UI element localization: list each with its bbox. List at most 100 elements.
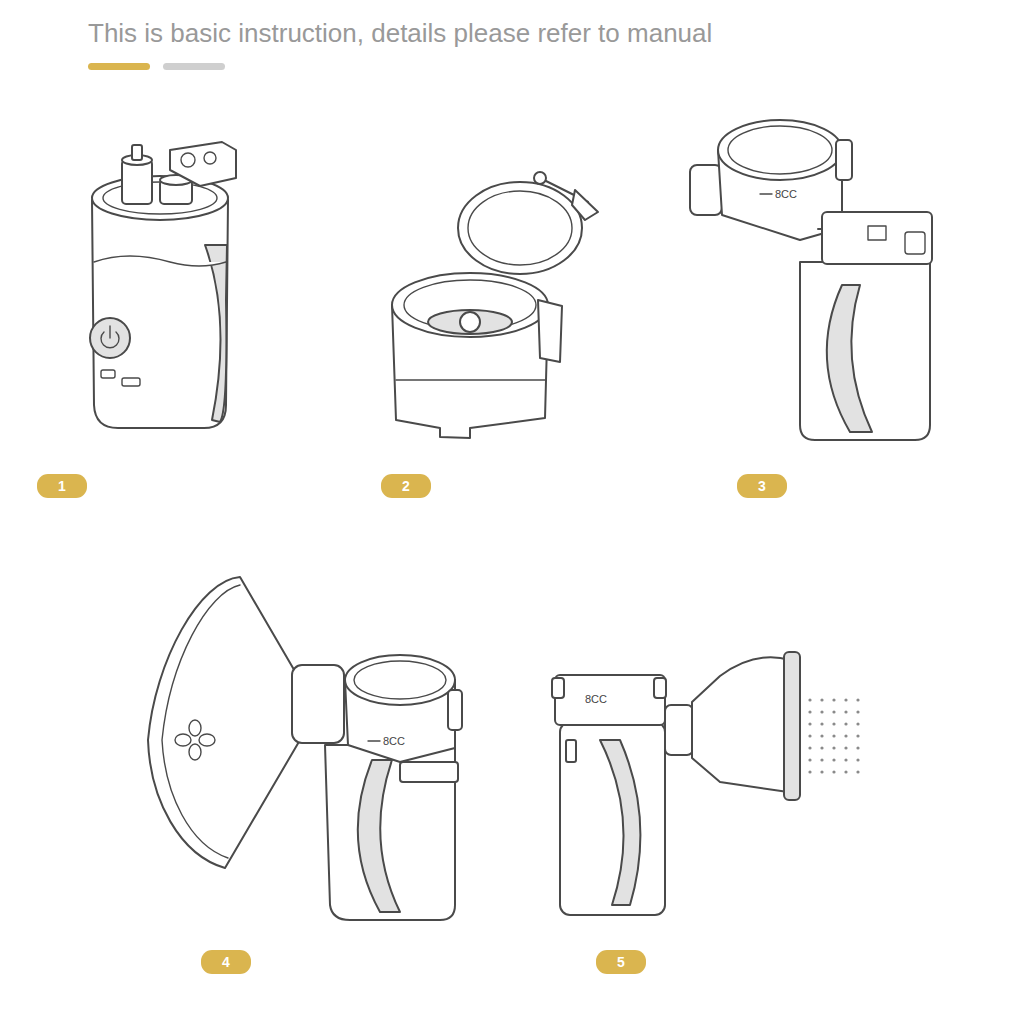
medicine-cup-open-part — [392, 273, 548, 337]
volume-mark: 8CC — [775, 188, 797, 201]
assembly-step-part — [822, 212, 932, 264]
nebulizer-side-view-part — [692, 657, 790, 792]
mist-dot — [832, 734, 835, 737]
callout-number: 5 — [617, 952, 625, 972]
nebulizer-side-view — [552, 652, 800, 915]
callout-pill: 2 — [381, 474, 431, 498]
nebulizer-side-view-part — [555, 675, 665, 725]
assembly-step-part — [905, 232, 925, 254]
nebulizer-base-part — [109, 326, 110, 338]
callout-pill: 4 — [201, 950, 251, 974]
nebulizer-with-mask — [148, 577, 462, 920]
nebulizer-side-view-part — [654, 678, 666, 698]
nebulizer-base-part — [122, 160, 152, 204]
medicine-cup-open-part — [458, 182, 582, 274]
medicine-cup-open-part — [468, 191, 572, 265]
assembly-step-part — [728, 126, 832, 174]
nebulizer-base-part — [204, 152, 216, 164]
assembly-step-part — [690, 165, 722, 215]
callout-number: 3 — [758, 476, 766, 496]
mist-dot — [820, 710, 823, 713]
mist-dot — [808, 698, 811, 701]
nebulizer-with-mask-part — [448, 690, 462, 730]
mist-dot — [808, 710, 811, 713]
nebulizer-with-mask-part — [189, 720, 201, 736]
nebulizer-side-view-part — [665, 705, 693, 755]
mist-dot — [832, 722, 835, 725]
nebulizer-base-part — [181, 153, 195, 167]
assembly-step-part — [718, 120, 842, 180]
medicine-cup-open-part — [572, 190, 598, 220]
mist-dot — [832, 758, 835, 761]
mist-dot — [856, 746, 859, 749]
mist-dot — [820, 698, 823, 701]
nebulizer-with-mask-part — [175, 734, 191, 746]
medicine-cup-open-part — [534, 172, 546, 184]
nebulizer-with-mask-part — [148, 577, 300, 868]
mist-dot — [856, 734, 859, 737]
nebulizer-with-mask-part — [368, 740, 380, 741]
nebulizer-with-mask-part — [199, 734, 215, 746]
medicine-cup-open-part — [396, 379, 545, 380]
assembly-step-part — [836, 140, 852, 180]
callout-pill: 1 — [37, 474, 87, 498]
nebulizer-base-part — [122, 378, 140, 386]
assembly-step — [690, 120, 932, 440]
mist-dot — [808, 770, 811, 773]
title-underline-part — [163, 63, 225, 70]
callout-number: 1 — [58, 476, 66, 496]
nebulizer-base-part — [90, 318, 130, 358]
mist-dot — [856, 698, 859, 701]
mist-dot — [808, 746, 811, 749]
callout-number: 4 — [222, 952, 230, 972]
mist-dot — [832, 710, 835, 713]
title-underline-part — [88, 63, 150, 70]
assembly-step-part — [800, 262, 930, 440]
mist-dot — [856, 722, 859, 725]
nebulizer-side-view-part — [560, 722, 665, 915]
callout-pill: 3 — [737, 474, 787, 498]
nebulizer-base-part — [132, 145, 142, 160]
mist-dot — [820, 770, 823, 773]
nebulizer-side-view-part — [552, 678, 564, 698]
mist-dot — [832, 746, 835, 749]
nebulizer-side-view-part — [600, 740, 640, 905]
assembly-step-part — [868, 226, 886, 240]
assembly-step-part — [760, 193, 772, 194]
mist-dot — [856, 758, 859, 761]
medicine-cup-open — [392, 172, 598, 438]
mist-dot — [832, 698, 835, 701]
nebulizer-base-part — [205, 245, 227, 422]
nebulizer-base-part — [170, 142, 236, 186]
nebulizer-with-mask-part — [358, 760, 400, 912]
medicine-cup-open-part — [538, 300, 562, 362]
callout-pill: 5 — [596, 950, 646, 974]
nebulizer-base-part — [101, 370, 115, 378]
medicine-cup-open-part — [460, 312, 480, 332]
mist-dot — [856, 770, 859, 773]
medicine-cup-open-part — [428, 310, 512, 334]
mist-dot — [808, 722, 811, 725]
volume-mark: 8CC — [383, 735, 405, 748]
mist-dot — [844, 734, 847, 737]
nebulizer-with-mask-part — [162, 585, 240, 858]
nebulizer-with-mask-part — [354, 661, 446, 699]
mist-dot — [844, 758, 847, 761]
mist-dot — [820, 734, 823, 737]
mist-dot — [856, 710, 859, 713]
nebulizer-side-view-part — [784, 652, 800, 800]
mist-dot — [820, 746, 823, 749]
title: This is basic instruction, details pleas… — [88, 18, 712, 48]
assembly-step-part — [827, 285, 872, 432]
nebulizer-side-view-part — [566, 740, 576, 762]
title-underline — [88, 63, 225, 70]
callout-number: 2 — [402, 476, 410, 496]
nebulizer-with-mask-part — [292, 665, 344, 743]
mist-dot — [844, 746, 847, 749]
nebulizer-base-part — [92, 200, 228, 428]
mist-dot — [808, 758, 811, 761]
mist-dot — [808, 734, 811, 737]
